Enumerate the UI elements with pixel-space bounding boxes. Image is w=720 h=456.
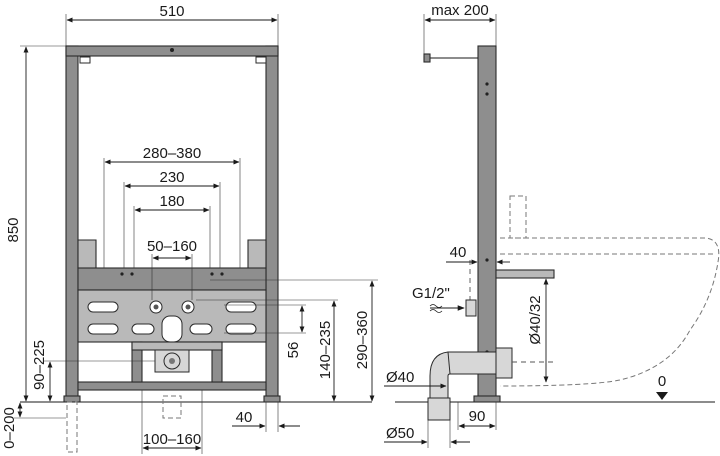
- bottom-rail: [77, 381, 267, 391]
- drain-outlet-core: [169, 358, 175, 364]
- dim-right-vertical-2-label: 140–235: [317, 321, 334, 379]
- left-upright: [65, 45, 79, 399]
- drain-pipe-below-floor: [162, 395, 182, 419]
- dim-left-vertical-2: 0–200: [1, 402, 66, 449]
- dim-span-outer-label: 280–380: [143, 145, 201, 162]
- dim-bottom-offset-label: 40: [236, 409, 253, 426]
- slot: [225, 301, 257, 313]
- bidet-tap: [509, 195, 527, 239]
- dim-width: 510: [65, 3, 279, 46]
- dim-span-outer: 280–380: [103, 145, 241, 268]
- dim-pipe: Ø40: [384, 369, 447, 389]
- center-slot: [161, 315, 183, 343]
- dim-span-inner-label: 180: [159, 193, 184, 210]
- top-fitting-left: [79, 56, 91, 64]
- side-frame-foot: [473, 395, 501, 403]
- side-bolt: [485, 258, 489, 262]
- top-fitting-right: [255, 56, 267, 64]
- valve-core: [185, 304, 191, 310]
- dim-bottom-span-label: 100–160: [143, 431, 201, 448]
- dim-bottom-offset: 40: [232, 402, 300, 432]
- dim-side-depth-label: 40: [450, 244, 467, 261]
- floor-level-marker: [656, 392, 668, 400]
- left-foot: [63, 395, 81, 403]
- rail-bolt: [210, 272, 214, 276]
- slot: [87, 301, 119, 313]
- dim-height-label: 850: [5, 217, 22, 242]
- rail-bolt: [120, 272, 124, 276]
- dim-right-vertical-1-label: 56: [285, 342, 302, 359]
- dim-max-200: max 200: [423, 2, 497, 56]
- wall-arm-end: [423, 53, 431, 63]
- dim-right-vertical-1: 56: [224, 304, 306, 359]
- rail-bolt: [220, 272, 224, 276]
- side-bolt: [485, 92, 489, 96]
- mounting-rail-upper: [77, 267, 267, 291]
- dim-pipe-label: Ø40: [386, 369, 414, 386]
- bracket-left: [77, 239, 97, 269]
- mounting-slab: [495, 269, 555, 279]
- floor-level-label: 0: [658, 373, 666, 390]
- dim-bottom-depth: 90: [457, 402, 497, 430]
- dim-drain-label: Ø50: [386, 425, 414, 442]
- dim-left-vertical-1: 90–225: [31, 340, 155, 402]
- dim-side-depth: 40: [446, 244, 510, 270]
- thread-label: G1/2": [412, 285, 450, 302]
- slot: [87, 323, 119, 335]
- front-view: [20, 45, 372, 453]
- dim-drain: Ø50: [384, 420, 470, 448]
- bidet-outline: [499, 237, 720, 387]
- dim-max-200-label: max 200: [431, 2, 489, 19]
- outlet-pipe: [447, 351, 501, 375]
- side-bolt: [485, 82, 489, 86]
- dim-height: 850: [5, 45, 66, 402]
- right-upright: [265, 45, 279, 399]
- foot-extension-left: [66, 401, 78, 453]
- dim-bottom-span: 100–160: [141, 390, 203, 454]
- flow-wave-icon: [429, 304, 443, 313]
- slot: [131, 323, 155, 335]
- dim-outlet-label: Ø40/32: [527, 295, 544, 344]
- dim-width-label: 510: [159, 3, 184, 20]
- dim-right-vertical-3: 290–360: [210, 279, 378, 402]
- drain-crossbar: [131, 341, 223, 351]
- bracket-right: [247, 239, 267, 269]
- slot: [189, 323, 213, 335]
- dim-span-mid: 230: [123, 169, 221, 268]
- dim-outlet: Ø40/32: [527, 277, 552, 383]
- dim-span-small: 50–160: [147, 238, 197, 300]
- drain-pipe: [427, 397, 451, 421]
- side-view: 0 G1/2": [395, 45, 720, 421]
- dim-bottom-depth-label: 90: [469, 408, 486, 425]
- dim-left-vertical-2-label: 0–200: [1, 407, 18, 449]
- slot: [225, 323, 257, 335]
- dim-left-vertical-1-label: 90–225: [31, 340, 48, 390]
- outlet-coupler: [495, 347, 513, 379]
- supply-connector: [465, 299, 477, 317]
- dim-span-mid-label: 230: [159, 169, 184, 186]
- dim-span-small-label: 50–160: [147, 238, 197, 255]
- top-bolt: [170, 48, 174, 52]
- dim-right-vertical-2: 140–235: [196, 299, 338, 402]
- valve-core: [153, 304, 159, 310]
- dim-span-inner: 180: [133, 193, 211, 268]
- rail-bolt: [130, 272, 134, 276]
- drain-elbow: [429, 351, 451, 403]
- side-frame-column: [477, 45, 497, 399]
- dim-right-vertical-3-label: 290–360: [354, 311, 371, 369]
- right-foot: [263, 395, 281, 403]
